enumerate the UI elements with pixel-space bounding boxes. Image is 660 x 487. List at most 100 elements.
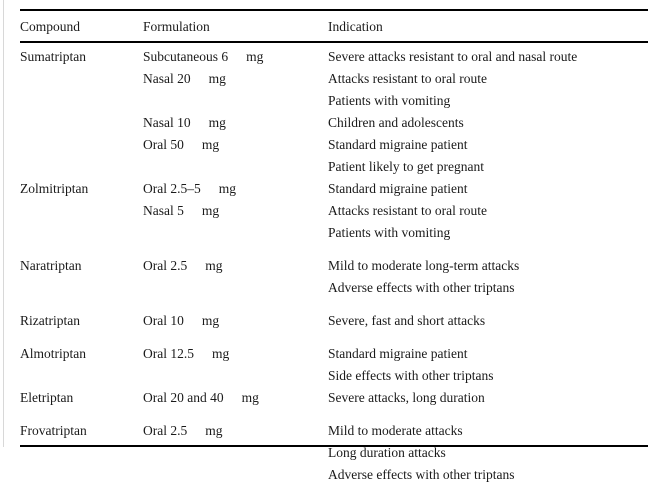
cell-formulation: Oral 2.5 mg — [143, 256, 327, 300]
formulation-unit: mg — [205, 423, 223, 438]
triptan-formulation-table: Compound Formulation Indication Sumatrip… — [0, 9, 660, 482]
table-row: Naratriptan Oral 2.5 mg Mild to moderate … — [0, 256, 660, 300]
table-bottom-rule — [20, 445, 648, 447]
formulation-dose: Subcutaneous 6 — [143, 49, 229, 64]
cell-compound: Rizatriptan — [20, 311, 142, 333]
indication-line: Mild to moderate attacks — [328, 423, 463, 438]
compound-name: Naratriptan — [20, 258, 82, 273]
indication-line: Severe attacks resistant to oral and nas… — [328, 49, 578, 64]
cell-formulation: Oral 12.5 mg — [143, 344, 327, 388]
table-row: Almotriptan Oral 12.5 mg Standard migrain… — [0, 344, 660, 388]
formulation-line: Oral 50 mg — [143, 135, 327, 157]
cell-formulation: Oral 20 and 40 mg — [143, 388, 327, 410]
formulation-unit: mg — [218, 181, 237, 196]
formulation-unit: mg — [201, 137, 220, 152]
formulation-dose: Oral 10 — [143, 313, 184, 328]
table-header-rule — [20, 41, 648, 43]
compound-name: Sumatriptan — [20, 49, 86, 64]
indication-line: Mild to moderate long-term attacks — [328, 258, 520, 273]
column-header-compound: Compound — [20, 19, 81, 34]
indication-line: Standard migraine patient — [328, 137, 468, 152]
indication-line: Severe, fast and short attacks — [328, 313, 486, 328]
formulation-dose: Oral 12.5 — [143, 346, 194, 361]
cell-compound: Eletriptan — [20, 388, 142, 410]
group-separator — [0, 245, 660, 256]
indication-line: Long duration attacks — [328, 445, 446, 460]
column-header-formulation: Formulation — [143, 19, 210, 34]
formulation-dose: Oral 2.5 — [143, 423, 188, 438]
formulation-line: Oral 10 mg — [143, 311, 327, 333]
formulation-dose: Nasal 10 — [143, 115, 191, 130]
formulation-dose: Nasal 20 — [143, 71, 191, 86]
formulation-unit: mg — [208, 115, 226, 130]
page-edge — [3, 0, 4, 447]
formulation-line: Oral 2.5 mg — [143, 421, 327, 443]
indication-line: Adverse effects with other triptans — [328, 280, 515, 295]
compound-name: Almotriptan — [20, 346, 86, 361]
cell-compound: Naratriptan — [20, 256, 142, 300]
formulation-unit: mg — [201, 313, 220, 328]
table-top-rule — [20, 9, 648, 11]
cell-indication: Severe attacks, long duration — [328, 388, 648, 410]
indication-line: Standard migraine patient — [328, 181, 468, 196]
cell-compound: Almotriptan — [20, 344, 142, 388]
cell-indication: Severe attacks resistant to oral and nas… — [328, 47, 648, 179]
formulation-line: Oral 2.5–5 mg — [143, 179, 327, 201]
table-row: Frovatriptan Oral 2.5 mg Mild to moderate… — [0, 421, 660, 487]
cell-compound: Frovatriptan — [20, 421, 142, 487]
formulation-dose: Oral 20 and 40 — [143, 390, 224, 405]
cell-formulation: Oral 2.5 mg — [143, 421, 327, 487]
group-separator — [0, 333, 660, 344]
formulation-line: Oral 2.5 mg — [143, 256, 327, 278]
formulation-unit: mg — [212, 346, 230, 361]
formulation-line: Nasal 20 mg — [143, 69, 327, 91]
indication-line: Patient likely to get pregnant — [328, 159, 484, 174]
indication-line: Attacks resistant to oral route — [328, 71, 487, 86]
indication-line: Patients with vomiting — [328, 93, 451, 108]
indication-line: Standard migraine patient — [328, 346, 468, 361]
formulation-line: Oral 12.5 mg — [143, 344, 327, 366]
formulation-line: Subcutaneous 6 mg — [143, 47, 327, 69]
cell-formulation: Oral 10 mg — [143, 311, 327, 333]
compound-name: Frovatriptan — [20, 423, 87, 438]
indication-line: Patients with vomiting — [328, 225, 451, 240]
indication-line: Attacks resistant to oral route — [328, 203, 487, 218]
group-separator — [0, 300, 660, 311]
formulation-dose: Oral 50 — [143, 137, 184, 152]
indication-line: Adverse effects with other triptans — [328, 467, 515, 482]
compound-name: Zolmitriptan — [20, 181, 89, 196]
formulation-dose: Oral 2.5–5 — [143, 181, 201, 196]
formulation-unit: mg — [201, 203, 220, 218]
table-header-row: Compound Formulation Indication — [0, 17, 660, 39]
table-row: Eletriptan Oral 20 and 40 mg Severe attacks… — [0, 388, 660, 410]
group-separator — [0, 410, 660, 421]
cell-indication: Severe, fast and short attacks — [328, 311, 648, 333]
formulation-unit: mg — [241, 390, 259, 405]
table-row: Rizatriptan Oral 10 mg Severe, fast and sho… — [0, 311, 660, 333]
column-header-indication: Indication — [328, 19, 383, 34]
cell-compound: Zolmitriptan — [20, 179, 142, 245]
compound-name: Eletriptan — [20, 390, 74, 405]
formulation-unit: mg — [205, 258, 223, 273]
indication-line: Children and adolescents — [328, 115, 464, 130]
formulation-unit: mg — [246, 49, 264, 64]
formulation-line: Oral 20 and 40 mg — [143, 388, 327, 410]
formulation-line: Nasal 10 mg — [143, 113, 327, 135]
formulation-dose: Oral 2.5 — [143, 258, 188, 273]
compound-name: Rizatriptan — [20, 313, 80, 328]
formulation-dose: Nasal 5 — [143, 203, 184, 218]
formulation-unit: mg — [208, 71, 226, 86]
cell-compound: Sumatriptan — [20, 47, 142, 179]
indication-line: Side effects with other triptans — [328, 368, 494, 383]
indication-line: Severe attacks, long duration — [328, 390, 485, 405]
formulation-line: Nasal 5 mg — [143, 201, 327, 223]
